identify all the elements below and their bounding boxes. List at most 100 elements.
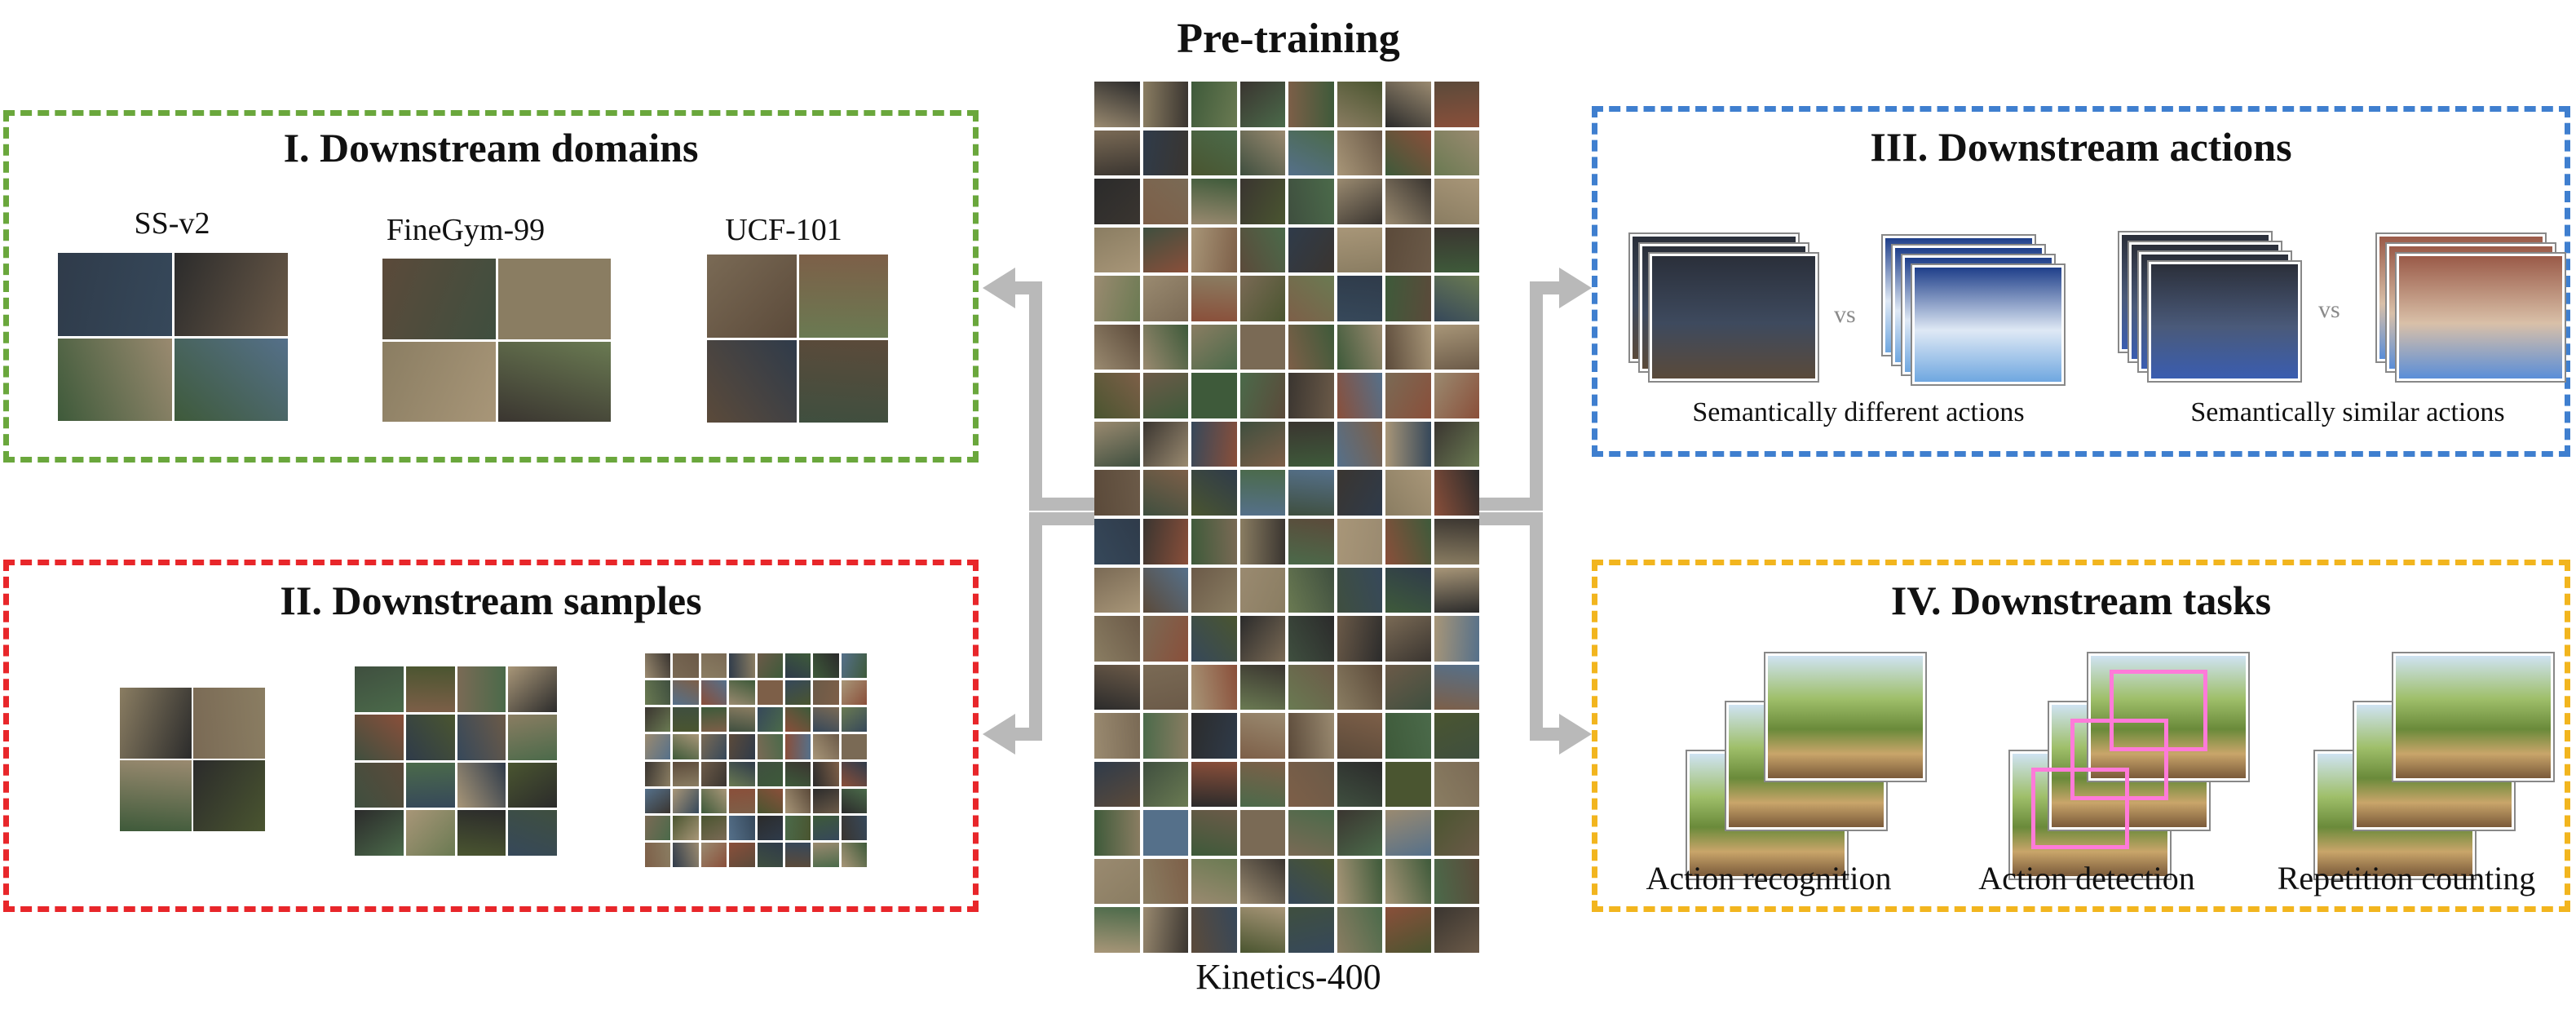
thumbnail-image [1191,858,1237,905]
thumbnail-image [1191,276,1237,321]
thumbnail-image [1239,810,1285,856]
gymnastics-floor-similar-frames [2377,234,2565,389]
thumbnail-image [645,680,671,706]
detection-bounding-box [2070,719,2168,800]
thumbnail-image [798,255,888,338]
thumbnail-image [1142,907,1188,953]
thumbnail-image [1385,616,1431,662]
caption-repetition-counting: Repetition counting [2277,860,2536,896]
thumbnail-image [700,680,727,706]
thumbnail-image [1385,276,1431,321]
thumbnail-image [813,842,839,867]
thumbnail-image [405,666,455,712]
thumbnail-image [784,734,811,759]
gymnastics-beam-frames [2119,232,2307,387]
thumbnail-image [1094,324,1140,370]
thumbnail-image [757,707,783,733]
panel-downstream-domains: I. Downstream domains SS-v2 FineGym-99 U… [3,110,979,463]
thumbnail-image [1239,130,1285,176]
thumbnail-image [645,788,671,813]
thumbnail-image [193,688,265,759]
ssv2-thumbnails [58,253,288,421]
thumbnail-image [1385,713,1431,759]
thumbnail-image [1142,227,1188,273]
thumbnail-image [1288,227,1334,273]
thumbnail-image [1288,761,1334,808]
thumbnail-image [1434,616,1479,662]
thumbnail-image [1094,227,1140,273]
thumbnail-image [1094,664,1140,710]
thumbnail-image [1094,82,1140,127]
thumbnail-image [1385,179,1431,224]
thumbnail-image [405,714,455,760]
thumbnail-image [757,680,783,706]
thumbnail-image [1434,519,1479,564]
thumbnail-image [497,341,611,422]
thumbnail-image [798,339,888,423]
thumbnail-image [841,815,867,840]
thumbnail-image [1385,373,1431,418]
thumbnail-image [1094,616,1140,662]
thumbnail-image [1288,373,1334,418]
ucf101-thumbnails [707,255,888,423]
thumbnail-image [1094,519,1140,564]
panel-title: I. Downstream domains [283,125,699,170]
thumbnail-image [1191,761,1237,808]
thumbnail-image [813,680,839,706]
thumbnail-image [382,341,496,422]
thumbnail-image [1094,421,1140,467]
thumbnail-image [1288,179,1334,224]
thumbnail-image [1337,130,1382,176]
panel-title: IV. Downstream tasks [1890,578,2272,623]
thumbnail-image [1288,810,1334,856]
thumbnail-image [405,762,455,808]
thumbnail-image [784,761,811,786]
thumbnail-image [508,666,557,712]
dataset-label-ucf101: UCF-101 [725,213,842,247]
thumbnail-image [1337,664,1382,710]
thumbnail-image [1288,858,1334,905]
thumbnail-image [1094,810,1140,856]
thumbnail-image [1434,761,1479,808]
thumbnail-image [729,788,755,813]
finegym-thumbnails [382,259,611,422]
thumbnail-image [813,761,839,786]
thumbnail-image [1239,276,1285,321]
thumbnail-image [1191,664,1237,710]
thumbnail-image [673,842,699,867]
thumbnail-image [1239,761,1285,808]
thumbnail-image [1288,130,1334,176]
thumbnail-image [729,761,755,786]
thumbnail-image [673,788,699,813]
thumbnail-image [645,842,671,867]
thumbnail-image [1434,276,1479,321]
samples-large-set [645,653,867,867]
thumbnail-image [1191,470,1237,516]
video-frame [2088,653,2248,781]
thumbnail-image [1337,470,1382,516]
thumbnail-image [673,761,699,786]
panel-title: II. Downstream samples [280,578,702,623]
video-frame [2393,653,2553,781]
thumbnail-image [1094,276,1140,321]
thumbnail-image [1385,761,1431,808]
thumbnail-image [841,680,867,706]
thumbnail-image [1191,130,1237,176]
thumbnail-image [1142,761,1188,808]
thumbnail-image [1142,276,1188,321]
thumbnail-image [757,761,783,786]
thumbnail-image [1239,858,1285,905]
thumbnail-image [1142,567,1188,613]
vs-label: vs [1834,301,1856,328]
thumbnail-image [1239,713,1285,759]
thumbnail-image [813,815,839,840]
thumbnail-image [1288,276,1334,321]
thumbnail-image [784,788,811,813]
thumbnail-image [1337,324,1382,370]
thumbnail-image [58,338,172,421]
thumbnail-image [700,788,727,813]
kinetics-400-mosaic [1094,82,1479,953]
thumbnail-image [355,762,404,808]
thumbnail-image [1385,567,1431,613]
thumbnail-image [1288,907,1334,953]
